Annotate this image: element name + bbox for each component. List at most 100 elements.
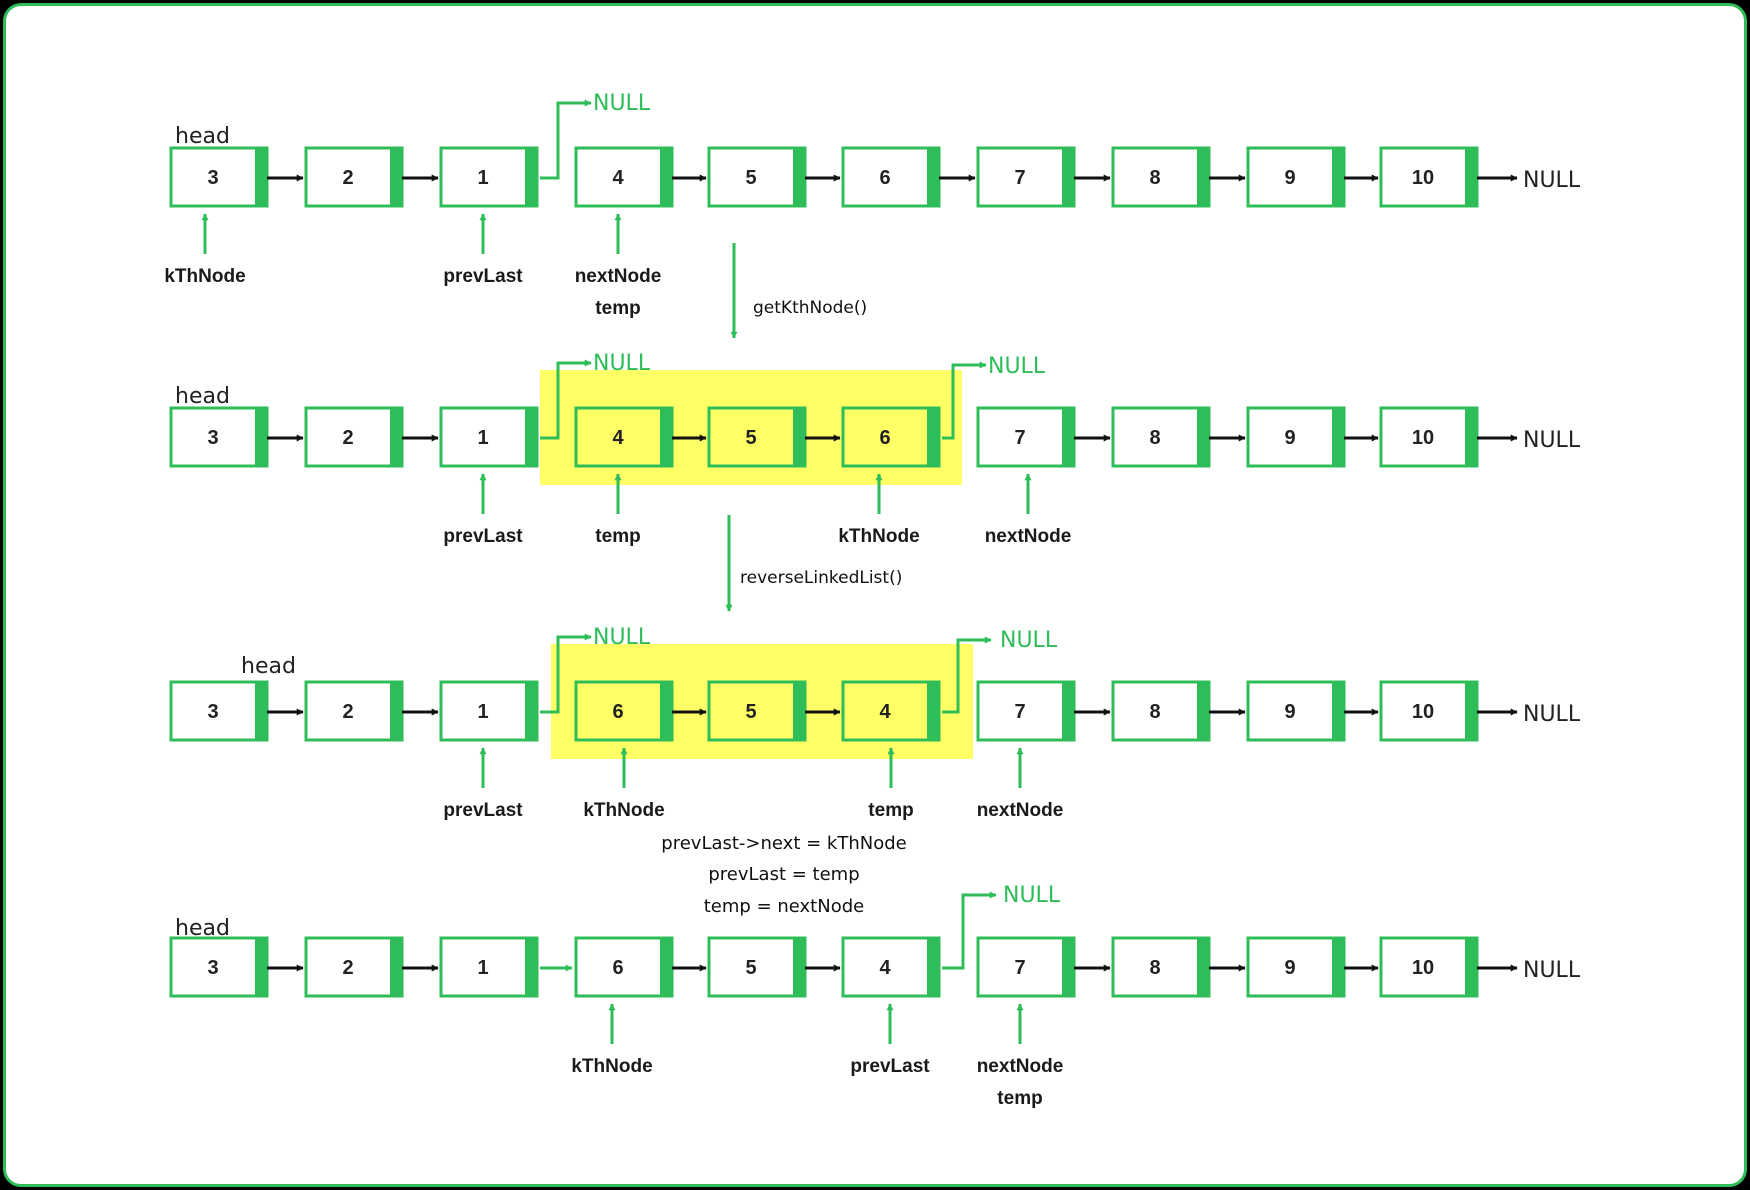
node-value: 5	[745, 957, 756, 979]
node-next-pointer	[1332, 148, 1344, 206]
node-next-pointer	[793, 148, 805, 206]
node-next-pointer	[1465, 682, 1477, 740]
node-next-pointer	[1332, 938, 1344, 996]
node-value: 8	[1149, 167, 1160, 189]
node-next-pointer	[660, 682, 672, 740]
node-value: 3	[207, 701, 218, 723]
node-value: 4	[612, 167, 624, 189]
list-node-r3-6	[841, 680, 941, 742]
pointer-label-temp: temp	[868, 800, 913, 821]
null-arrow-row2-a	[540, 359, 592, 440]
node-next-pointer	[390, 682, 402, 740]
null-arrow-row2-b	[942, 361, 987, 440]
node-value: 9	[1284, 427, 1295, 449]
pointer-label-kthnode: kThNode	[571, 1056, 652, 1077]
node-next-pointer	[927, 682, 939, 740]
list-node-r1-9	[1246, 146, 1346, 208]
node-value: 7	[1014, 701, 1025, 723]
list-node-r3-1	[169, 680, 269, 742]
node-value: 3	[207, 167, 218, 189]
null-label-row2: NULL	[1523, 428, 1581, 453]
node-next-pointer	[793, 682, 805, 740]
node-value: 10	[1412, 701, 1434, 723]
list-node-r2-9	[1246, 406, 1346, 468]
list-node-r1-10	[1379, 146, 1479, 208]
list-node-r4-6	[841, 936, 941, 998]
pointer-label-nextnode: nextNode	[977, 1056, 1064, 1077]
pointer-label-prevlast: prevLast	[443, 526, 523, 547]
list-node-r3-2	[304, 680, 404, 742]
node-next-pointer	[525, 938, 537, 996]
node-next-pointer	[1062, 682, 1074, 740]
null-arrow-row1	[540, 99, 592, 180]
head-label-row1: head	[175, 124, 230, 149]
node-value: 2	[342, 957, 353, 979]
node-next-pointer	[390, 148, 402, 206]
node-next-pointer	[390, 938, 402, 996]
node-value: 3	[207, 957, 218, 979]
code-line-1: prevLast->next = kThNode	[661, 833, 906, 854]
node-next-pointer	[660, 938, 672, 996]
list-node-r2-3	[439, 406, 539, 468]
list-node-r1-4	[574, 146, 674, 208]
node-next-pointer	[660, 408, 672, 466]
pointer-label-temp: temp	[595, 298, 640, 319]
node-next-pointer	[1062, 938, 1074, 996]
list-node-r4-10	[1379, 936, 1479, 998]
node-value: 1	[477, 701, 488, 723]
pointer-label-nextnode: nextNode	[977, 800, 1064, 821]
node-value: 8	[1149, 427, 1160, 449]
node-next-pointer	[1465, 408, 1477, 466]
node-value: 8	[1149, 957, 1160, 979]
null-arrow-row3-a	[540, 633, 592, 714]
node-next-pointer	[1332, 408, 1344, 466]
null-label-row3: NULL	[1523, 702, 1581, 727]
node-value: 5	[745, 167, 756, 189]
node-value: 10	[1412, 427, 1434, 449]
node-next-pointer	[660, 148, 672, 206]
pointer-label-nextnode: nextNode	[985, 526, 1072, 547]
list-node-r1-3	[439, 146, 539, 208]
pointer-label-kthnode: kThNode	[583, 800, 664, 821]
node-value: 5	[745, 427, 756, 449]
diagram-frame: head head head head NULL NULL NULL NULL …	[3, 3, 1747, 1187]
node-next-pointer	[525, 148, 537, 206]
null-label-row4: NULL	[1523, 958, 1581, 983]
code-line-2: prevLast = temp	[708, 864, 859, 885]
node-next-pointer	[927, 408, 939, 466]
head-label-row2: head	[175, 384, 230, 409]
node-value: 1	[477, 957, 488, 979]
list-node-r3-7	[976, 680, 1076, 742]
node-next-pointer	[1465, 148, 1477, 206]
node-value: 6	[879, 167, 890, 189]
null-green-row2-b: NULL	[988, 354, 1046, 379]
list-node-r3-8	[1111, 680, 1211, 742]
node-value: 10	[1412, 167, 1434, 189]
node-next-pointer	[255, 682, 267, 740]
null-arrow-row4-b	[942, 891, 997, 970]
node-next-pointer	[390, 408, 402, 466]
node-value: 7	[1014, 957, 1025, 979]
list-node-r4-7	[976, 936, 1076, 998]
list-node-r3-5	[707, 680, 807, 742]
node-next-pointer	[1062, 148, 1074, 206]
node-value: 9	[1284, 957, 1295, 979]
list-node-r2-2	[304, 406, 404, 468]
list-node-r1-2	[304, 146, 404, 208]
pointer-label-temp: temp	[595, 526, 640, 547]
null-green-row3-b: NULL	[1000, 628, 1058, 653]
list-node-r4-2	[304, 936, 404, 998]
node-value: 4	[879, 701, 891, 723]
list-node-r4-5	[707, 936, 807, 998]
node-next-pointer	[1197, 682, 1209, 740]
null-label-row1: NULL	[1523, 168, 1581, 193]
pointer-label-kthnode: kThNode	[164, 266, 245, 287]
node-next-pointer	[1197, 148, 1209, 206]
null-green-row2-a: NULL	[593, 351, 651, 376]
list-node-r2-4	[574, 406, 674, 468]
linked-list-diagram: head head head head NULL NULL NULL NULL …	[164, 91, 1581, 1109]
list-node-r1-6	[841, 146, 941, 208]
list-node-r3-4	[574, 680, 674, 742]
node-next-pointer	[927, 148, 939, 206]
node-value: 2	[342, 167, 353, 189]
